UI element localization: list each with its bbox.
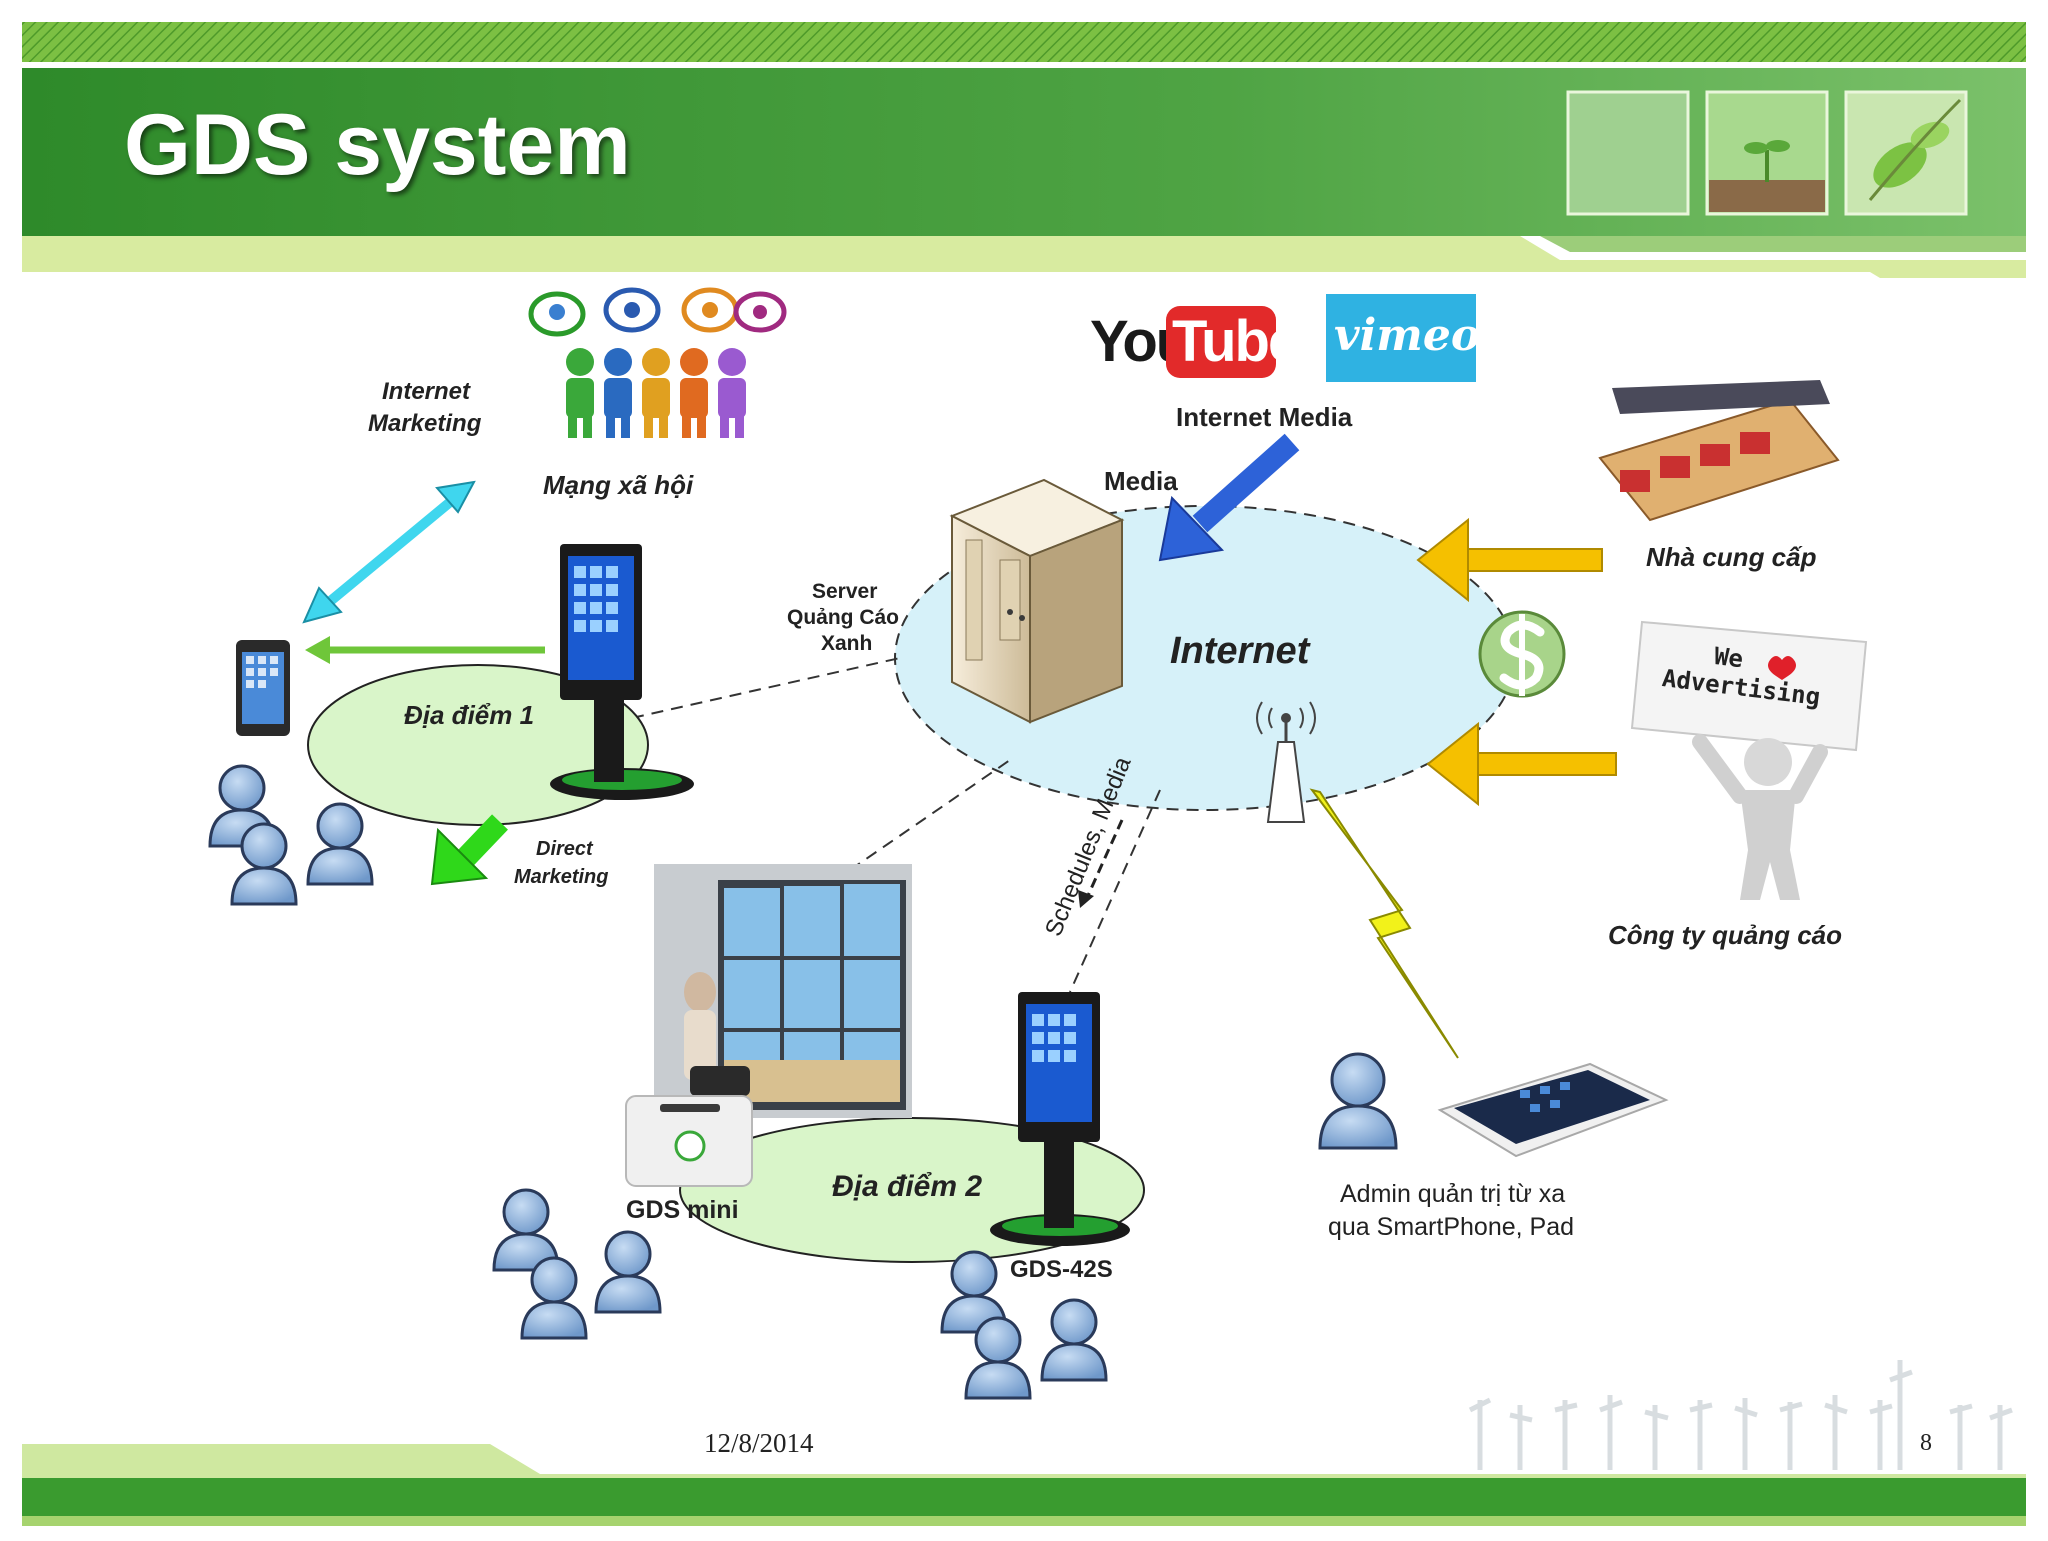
supplier-label: Nhà cung cấp: [1646, 542, 1817, 572]
server-label-line3: Xanh: [821, 632, 873, 655]
footer: [22, 1444, 2026, 1526]
ipad-icon: [1437, 1062, 1669, 1158]
header-thumb-leaf: [1844, 90, 1968, 216]
vimeo-logo-box: [1326, 294, 1476, 382]
wifi-antenna-icon: [1256, 701, 1316, 823]
vimeo-logo-text: vimeo: [1334, 310, 1481, 361]
green-left-arrow: [305, 636, 545, 664]
ad-company-label: Công ty quảng cáo: [1608, 920, 1842, 950]
factory-icon: [1598, 380, 1840, 522]
server-label-line1: Server: [812, 580, 878, 603]
admin-label-line1: Admin quản trị từ xa: [1340, 1180, 1566, 1208]
page-number: 8: [1920, 1430, 1932, 1456]
gds-mini-icon: [625, 1095, 753, 1187]
server-label-line2: Quảng Cáo: [787, 606, 900, 629]
media-label: Media: [1104, 466, 1178, 496]
direct-marketing-label-line1: Direct: [536, 838, 593, 860]
internet-media-label: Internet Media: [1176, 402, 1353, 432]
header: [22, 22, 2026, 278]
schedules-arrow: [1084, 819, 1124, 901]
user-icon-admin: [1318, 1052, 1398, 1150]
internet-marketing-label-line2: Marketing: [368, 410, 482, 437]
kiosk-icon-location-2: [990, 992, 1130, 1246]
admin-label-line2: qua SmartPhone, Pad: [1328, 1213, 1574, 1241]
internet-marketing-label-line1: Internet: [382, 378, 471, 405]
gds-42s-label: GDS-42S: [1010, 1256, 1113, 1283]
yellow-arrow-ad-company: [1426, 721, 1617, 807]
tablet-icon: [236, 640, 290, 736]
youtube-logo-box: [1166, 306, 1276, 378]
footer-plants-decoration: [1468, 1360, 2013, 1470]
header-thumb-seedling: [1705, 90, 1829, 216]
advertising-person-icon: [1630, 620, 1868, 900]
page-title: GDS system: [124, 97, 631, 193]
blue-media-arrow: [1158, 433, 1300, 562]
user-group-location-2-right: [940, 1250, 1108, 1400]
heart-icon: [1768, 656, 1796, 680]
location-1-label: Địa điểm 1: [404, 700, 535, 730]
youtube-logo-tube: Tube: [1172, 309, 1300, 374]
dollar-icon: [1478, 610, 1566, 698]
yellow-arrow-supplier: [1416, 517, 1603, 603]
direct-marketing-label-line2: Marketing: [514, 866, 609, 888]
header-accent-strip: [22, 236, 2026, 278]
green-direct-marketing-arrow: [430, 814, 508, 886]
location-2-label: Địa điểm 2: [832, 1170, 983, 1203]
gds-mini-label: GDS mini: [626, 1196, 739, 1224]
server-icon: [949, 478, 1125, 724]
people-icon: [566, 348, 746, 438]
cyan-double-arrow: [302, 480, 476, 624]
footer-date: 12/8/2014: [704, 1428, 814, 1458]
internet-label: Internet: [1170, 630, 1310, 672]
lightning-icon: [1309, 788, 1459, 1059]
kiosk-icon-location-1: [550, 544, 694, 800]
advertising-sign-line1: We: [1712, 642, 1745, 674]
video-wall-icon: [654, 864, 912, 1118]
advertising-sign: [1630, 620, 1868, 752]
user-group-location-2-left: [492, 1188, 662, 1340]
header-thumb-plain: [1566, 90, 1690, 216]
social-network-label: Mạng xã hội: [543, 470, 694, 500]
header-hatch-band: [22, 22, 2026, 62]
header-band: [22, 68, 2026, 236]
user-group-location-1: [208, 764, 374, 906]
dashed-connections: [631, 657, 1161, 993]
social-bubbles-icon: [528, 287, 787, 337]
